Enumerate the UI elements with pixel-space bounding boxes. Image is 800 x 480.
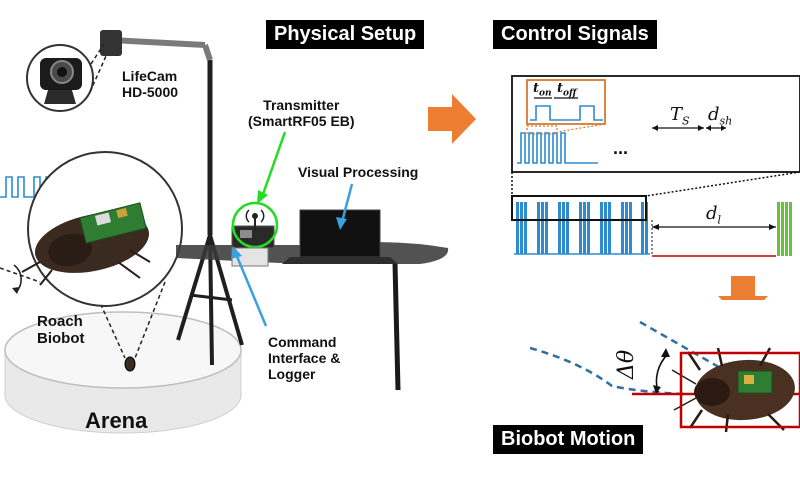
burst-waveform <box>517 132 598 164</box>
pulse-train-zoom-box <box>511 195 647 221</box>
visual-processing-pointer <box>340 183 354 223</box>
green-pulse-train <box>777 202 792 256</box>
ellipsis: ... <box>613 138 629 158</box>
command-interface-pointer <box>234 253 268 327</box>
control-signals-heading: Control Signals <box>493 20 657 49</box>
roach-zoom-circle <box>21 151 183 307</box>
physical-setup-heading: Physical Setup <box>266 20 425 49</box>
t-off-symbol: toff <box>557 81 577 99</box>
physical-setup-drawing <box>0 30 476 434</box>
t-on-symbol: ton <box>533 81 552 99</box>
camera-inset <box>26 44 94 112</box>
flow-arrow-right-icon <box>428 94 476 144</box>
arena-label: Arena <box>85 408 148 433</box>
biobot-roach-icon <box>671 347 795 433</box>
roach-marker-icon <box>124 356 136 372</box>
delta-theta-label: Δθ <box>614 349 640 380</box>
transmitter-pointer <box>260 131 287 198</box>
delay-subscript: l <box>717 213 722 227</box>
camera-zoom-line-top <box>90 43 105 65</box>
control-signals-diagram <box>511 75 800 300</box>
visual-processing-label: Visual Processing <box>298 164 419 180</box>
transmitter-label: Transmitter (SmartRF05 EB) <box>248 97 355 130</box>
shift-subscript: sh <box>719 114 733 128</box>
tripod-stand <box>110 37 244 366</box>
transmitter-highlight-circle <box>231 201 279 249</box>
period-subscript: S <box>682 114 690 128</box>
biobot-motion-diagram <box>529 320 800 433</box>
period-symbol: TS <box>670 104 690 128</box>
camera-label: LifeCam HD-5000 <box>122 68 179 101</box>
zoom-line-left <box>91 284 126 359</box>
biobot-frame <box>679 351 800 429</box>
pulse-train <box>516 202 648 254</box>
roach-biobot-label: Roach Biobot <box>37 313 85 348</box>
overhead-camera-icon <box>100 30 122 56</box>
delay-symbol: dl <box>706 203 722 227</box>
flow-arrow-down-icon <box>718 276 768 300</box>
t-off-subscript: off <box>563 88 577 99</box>
t-on-subscript: on <box>539 88 552 99</box>
command-interface-label: Command Interface & Logger <box>268 334 341 383</box>
biobot-motion-heading: Biobot Motion <box>493 425 644 454</box>
trajectory-path <box>529 346 685 396</box>
pulse-zoom-inset <box>526 79 606 125</box>
shift-symbol: dsh <box>708 104 733 128</box>
